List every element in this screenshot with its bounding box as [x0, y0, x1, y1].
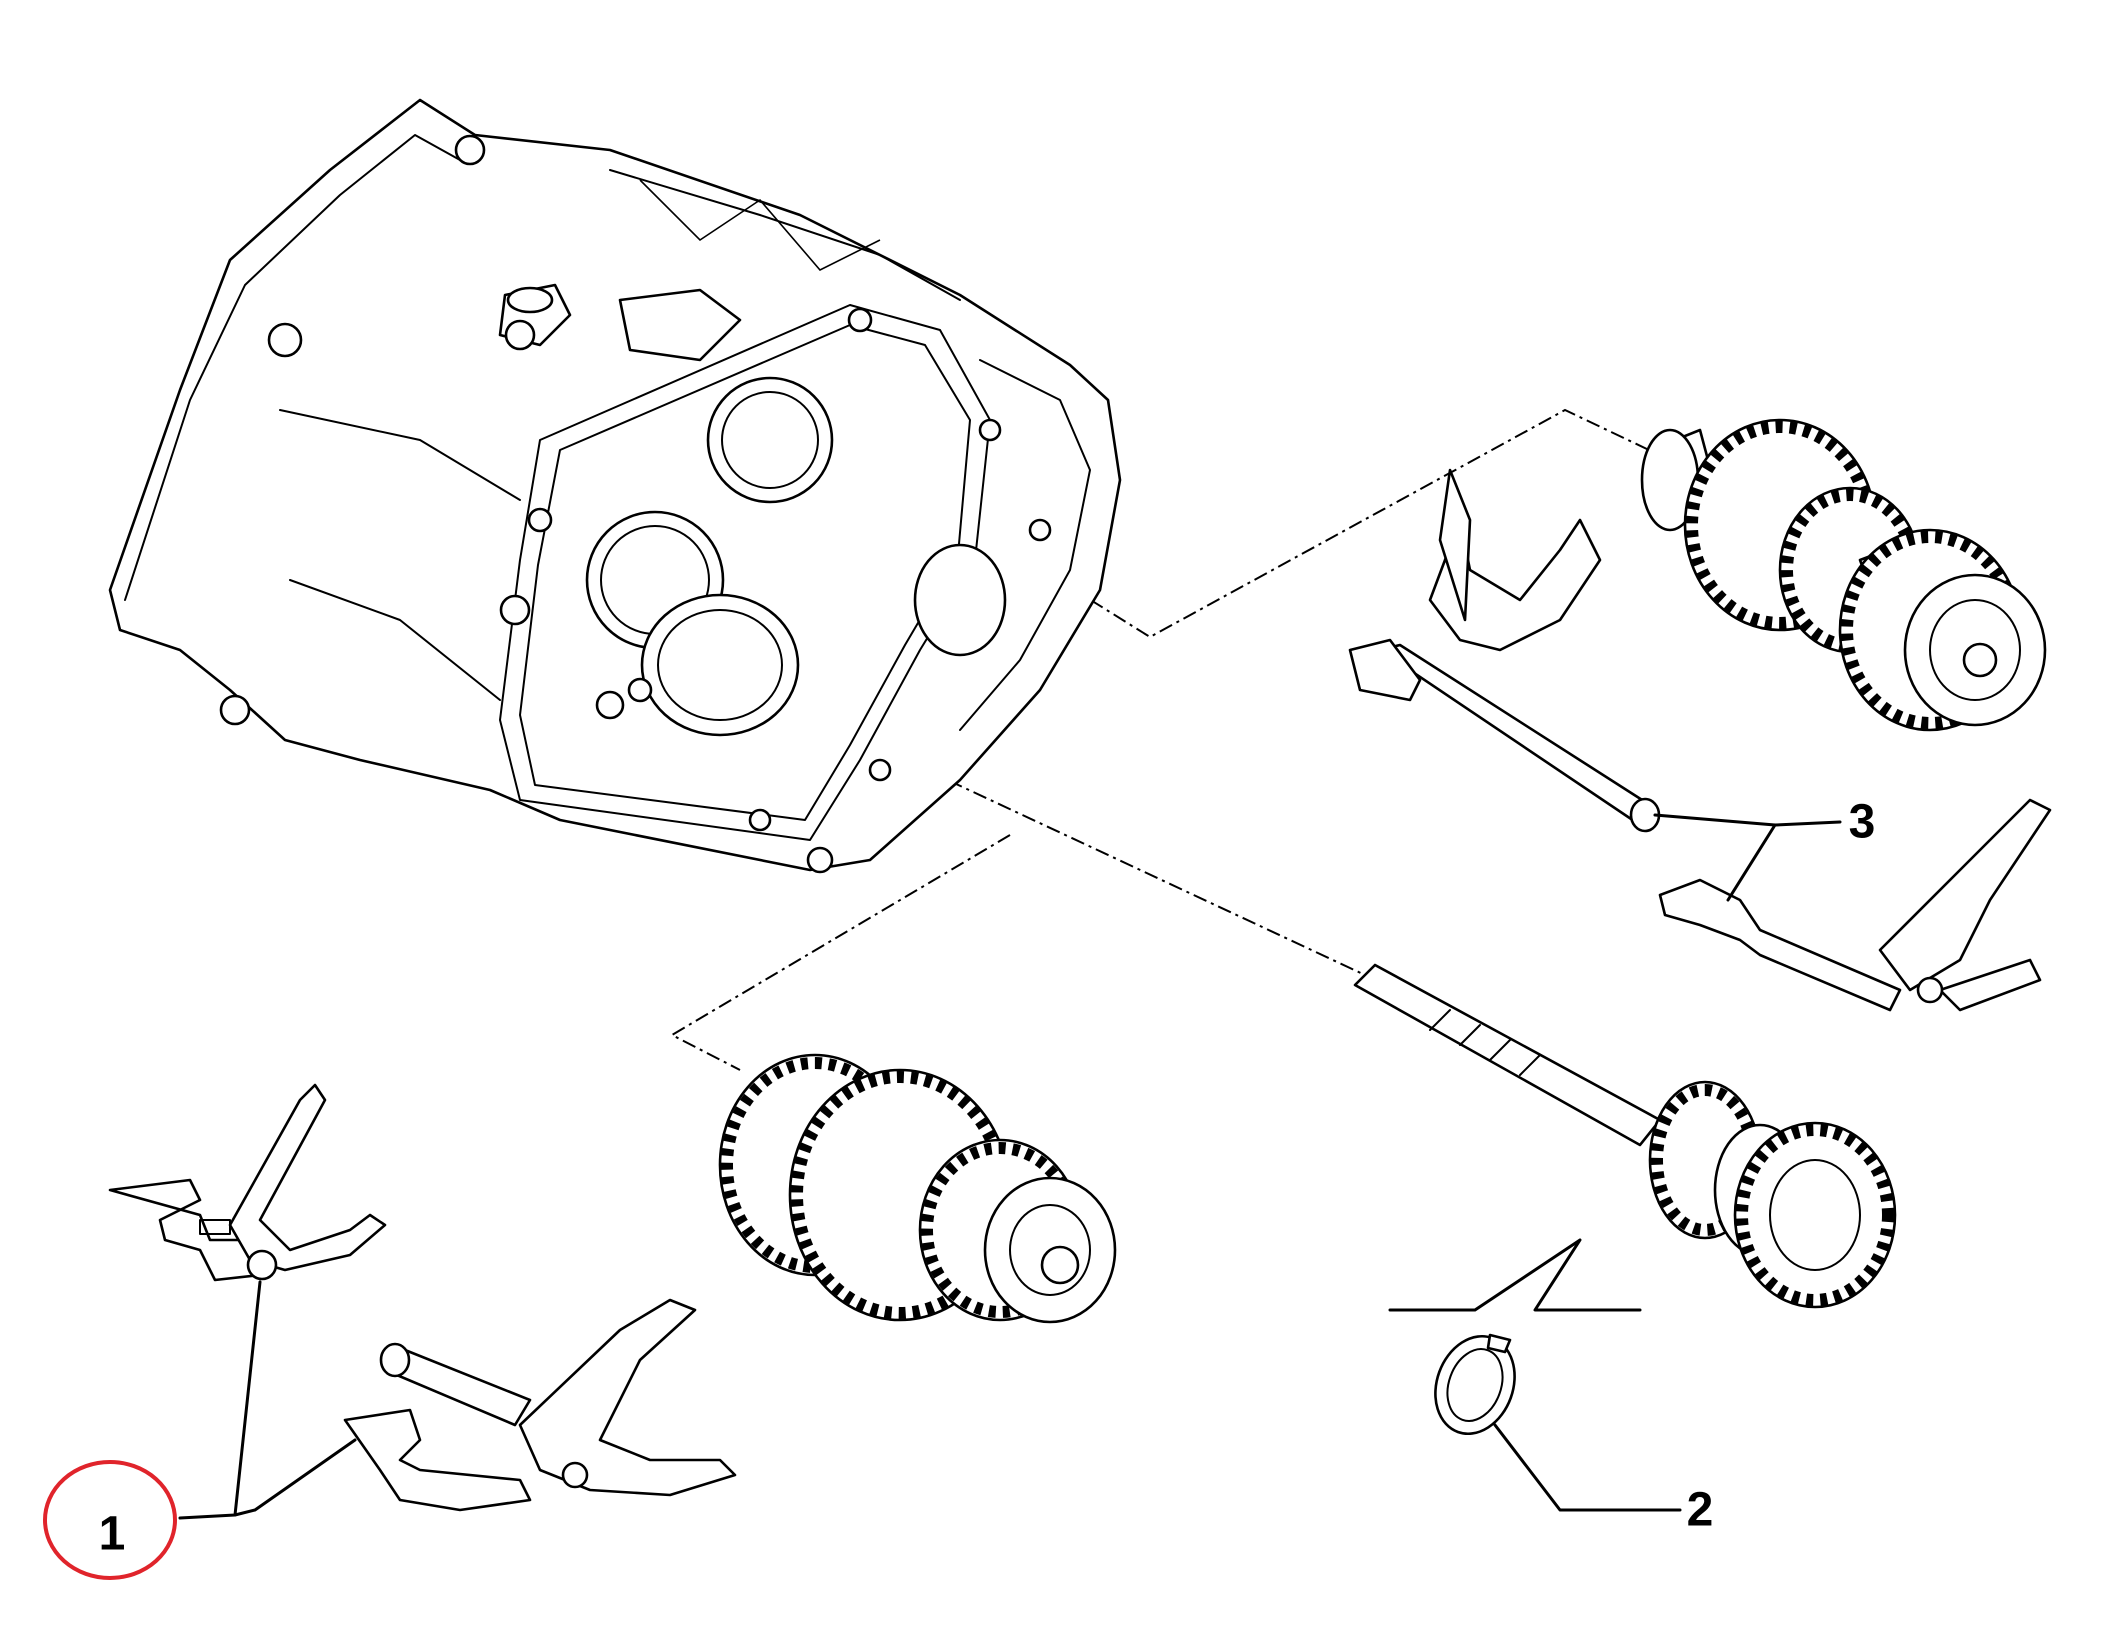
shift-fork-upper-left-pad [199, 1219, 231, 1235]
shift-fork-upper-left-pivot [246, 1249, 278, 1281]
casing-bolt-8 [748, 808, 772, 832]
shift-fork-lower-left-rod-end [379, 1342, 411, 1378]
callout-1-highlight-circle [43, 1460, 177, 1580]
shift-rod [1378, 643, 1652, 827]
leader-main-shaft-bracket [1388, 1238, 1642, 1312]
shift-fork-right-bracket [1658, 878, 1902, 1012]
casing-filler-cap [506, 286, 554, 314]
casing-mount-hole-1 [267, 322, 303, 358]
assembly-line-main-shaft [679, 654, 1366, 976]
circlip-gap [1486, 1333, 1512, 1354]
main-shaft-gear-3 [1733, 1121, 1897, 1309]
shift-rod-fork-arm [1438, 468, 1472, 622]
shift-fork-lower-left-body [343, 1408, 532, 1512]
casing-flange-inner [519, 324, 971, 821]
shift-fork-lower-left-pivot [561, 1461, 589, 1489]
circlip-outer [1434, 1334, 1516, 1436]
casing-mount-hole-5 [219, 694, 251, 726]
shift-fork-upper-left-body [108, 1178, 272, 1282]
lower-gear-cluster [718, 1053, 1117, 1324]
lower-cluster-shaft-end [1040, 1245, 1080, 1285]
casing-bolt-1 [527, 507, 553, 533]
casing-bolt-6 [806, 846, 834, 874]
shift-fork-right-foot [1938, 958, 2042, 1012]
casing-bore-side [913, 543, 1007, 657]
shift-fork-lower-left-fork [518, 1298, 737, 1497]
casing-outline [108, 98, 1122, 872]
assembly-line-lower-gear-cluster [669, 834, 1011, 1071]
casing-rib-left [279, 409, 521, 501]
shift-rod-fork-assembly [1348, 468, 1661, 833]
casing-mount-hole-3 [504, 319, 536, 351]
casing-rib-upper [609, 169, 961, 301]
casing-mount-hole-6 [595, 690, 625, 720]
casing-mount-hole-4 [499, 594, 531, 626]
callout-1: 1 [99, 1508, 126, 1561]
shift-fork-upper-left-fork [228, 1083, 387, 1272]
casing-bolt-7 [868, 758, 892, 782]
casing-bore-upper-inner [721, 391, 819, 489]
casing-breather-boss [618, 288, 742, 362]
casing-side-panel [959, 359, 1091, 731]
casing-bore-upper [706, 376, 834, 504]
casing-mount-hole-2 [454, 134, 486, 166]
casing-bore-lower-inner [657, 609, 783, 721]
upper-cluster-shaft-end [1962, 642, 1998, 678]
main-shaft-spline [1429, 1009, 1541, 1076]
shift-fork-upper-left [108, 1083, 387, 1282]
circlip-inner [1446, 1348, 1504, 1422]
shift-fork-right-pivot [1916, 976, 1944, 1004]
casing-bolt-4 [978, 418, 1002, 442]
circlip [1434, 1333, 1516, 1436]
leader-callout-2 [1493, 1423, 1682, 1512]
shift-fork-right [1658, 798, 2052, 1012]
casing-bolt-5 [1028, 518, 1052, 542]
lower-gear-4-face [1009, 1204, 1091, 1296]
leader-callout-3-upper [1653, 813, 1842, 827]
callout-3: 3 [1849, 796, 1876, 849]
casing-bore-lower [640, 593, 800, 737]
upper-gear-cluster [1640, 418, 2047, 732]
upper-gear-4-face [1929, 599, 2021, 701]
main-shaft-gear-3-face [1769, 1159, 1861, 1271]
main-shaft-gear-3-teeth [1736, 1124, 1894, 1306]
shift-fork-lower-left [343, 1298, 737, 1512]
main-shaft-body [1353, 963, 1662, 1147]
casing-rib-brace [639, 179, 881, 271]
casing-bell-rim [124, 134, 461, 601]
casing-bolt-2 [627, 677, 653, 703]
casing-flange-face [499, 304, 991, 841]
casing-rib-lower [289, 579, 501, 701]
shift-rod-fork [1428, 518, 1602, 652]
main-shaft [1353, 963, 1897, 1309]
callout-2: 2 [1687, 1484, 1714, 1537]
leader-lines [178, 813, 1842, 1520]
shift-rod-selector [1348, 638, 1422, 702]
casing-bolt-3 [847, 307, 873, 333]
callout-labels: 1 2 3 [43, 796, 1876, 1580]
leader-callout-3-lower [1726, 823, 1777, 902]
leader-callout-1-upper [178, 1280, 262, 1520]
leader-callout-1-lower [233, 1438, 357, 1517]
transmission-casing [108, 98, 1122, 874]
